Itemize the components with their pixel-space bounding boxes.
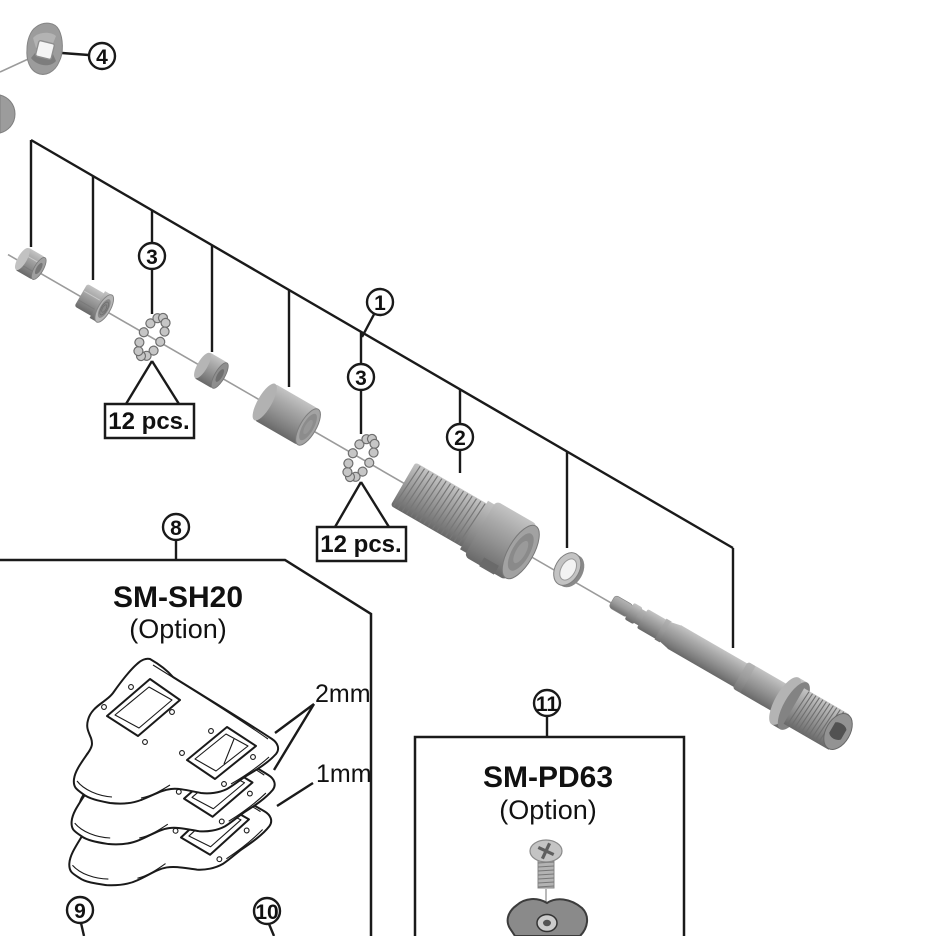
seal-washer xyxy=(553,552,585,588)
callout-11: 11 xyxy=(532,688,562,718)
callout-2: 2 xyxy=(445,422,475,452)
shim-1mm-label: 1mm xyxy=(316,760,372,788)
callout-8: 8 xyxy=(161,512,191,542)
bearing-cone xyxy=(194,352,229,389)
balls-left-qty-box: 12 pcs. xyxy=(103,402,196,440)
plate-nut xyxy=(26,22,63,75)
callout-3-right: 3 xyxy=(346,362,376,392)
sleeve xyxy=(252,383,321,446)
sm-sh20-subtitle: (Option) xyxy=(129,614,227,644)
shim-leaders xyxy=(272,703,316,808)
callout-1: 1 xyxy=(365,287,395,317)
reflector-screw xyxy=(529,839,563,914)
callout-3-left: 3 xyxy=(137,241,167,271)
svg-text:11: 11 xyxy=(536,693,559,716)
sm-sh20-title: SM-SH20 xyxy=(113,581,243,614)
sm-pd63-title: SM-PD63 xyxy=(483,761,613,794)
reflector-bracket xyxy=(506,898,588,936)
callout-4: 4 xyxy=(87,41,117,71)
svg-text:2: 2 xyxy=(454,427,466,450)
balls-left-qty-label: 12 pcs. xyxy=(108,408,189,435)
svg-text:3: 3 xyxy=(146,246,158,269)
cone-nut xyxy=(75,284,115,323)
svg-text:3: 3 xyxy=(355,367,367,390)
svg-text:1: 1 xyxy=(374,292,386,315)
callout-9: 9 xyxy=(65,895,95,925)
shim-2mm-label: 2mm xyxy=(315,680,371,708)
svg-text:8: 8 xyxy=(170,517,182,540)
svg-text:4: 4 xyxy=(96,46,108,69)
cutoff-part xyxy=(0,94,16,134)
sm-sh20-box: SM-SH20 (Option) 2mm 1mm xyxy=(0,558,373,936)
sm-pd63-subtitle: (Option) xyxy=(499,795,597,825)
sm-pd63-box: SM-PD63 (Option) xyxy=(413,735,686,936)
callout-10: 10 xyxy=(252,896,282,926)
cleat-front-leader xyxy=(79,922,86,936)
balls-right-qty-label: 12 pcs. xyxy=(320,531,401,558)
svg-text:10: 10 xyxy=(255,901,278,924)
svg-text:9: 9 xyxy=(74,900,86,923)
cleat-shim-stack xyxy=(60,657,280,889)
pedal-axle xyxy=(609,595,853,750)
body-unit xyxy=(391,463,540,580)
assembly-bracket xyxy=(29,138,735,648)
balls-right-leader xyxy=(333,481,391,528)
balls-left-leader xyxy=(124,360,181,405)
balls-right-qty-box: 12 pcs. xyxy=(315,525,408,563)
lock-nut xyxy=(14,247,47,280)
cleat-rear-leader xyxy=(267,923,276,936)
